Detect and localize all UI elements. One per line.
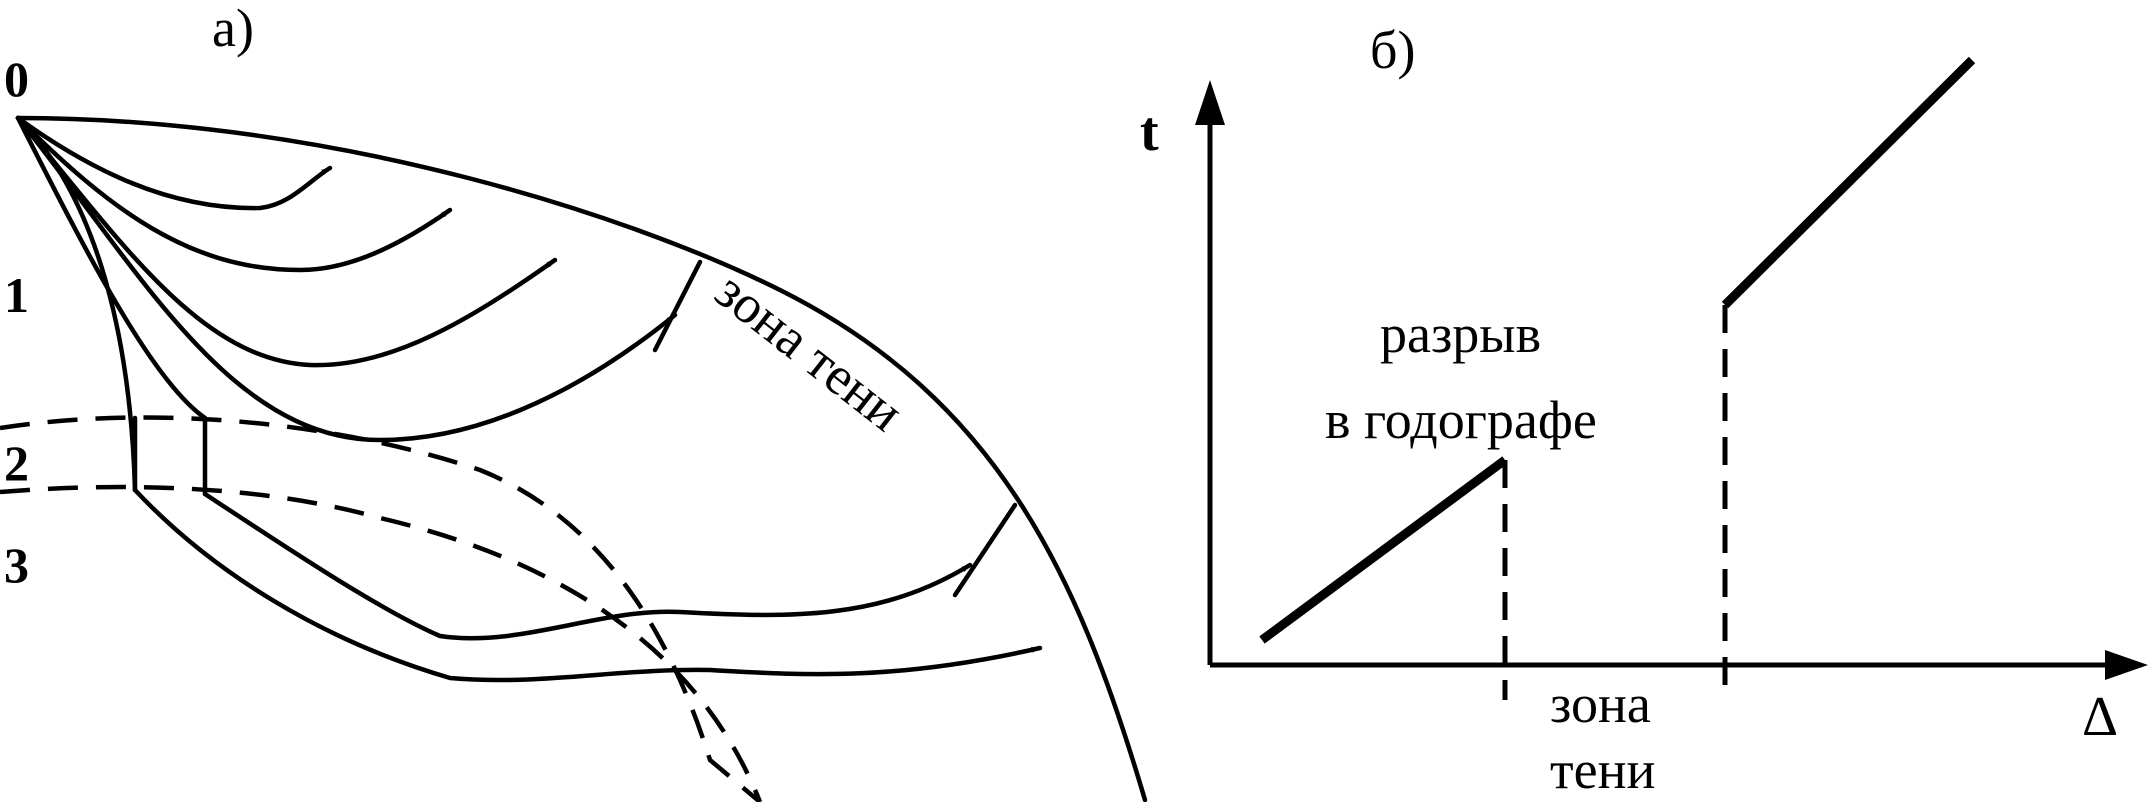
lower-boundary-dashed	[0, 484, 763, 802]
deep-ray-2	[132, 487, 1043, 683]
ray-3	[15, 115, 558, 368]
layer-1-label: 1	[4, 267, 29, 323]
upper-boundary-dashed	[0, 415, 762, 802]
panel-b: б) t Δ разрыв в годографе зона тени	[1140, 20, 2148, 800]
shadow-zone-label-b-line2: тени	[1550, 740, 1655, 800]
earth-surface-arc	[15, 115, 1148, 802]
ray-1	[15, 115, 333, 211]
shadow-zone-tick-start	[652, 259, 703, 353]
ray-2	[15, 115, 453, 273]
travel-time-branch-1	[1259, 456, 1508, 644]
ray-4	[15, 115, 678, 443]
deep-ray-1	[202, 491, 973, 641]
panel-a: а) 0 1 2 3 зона тени	[0, 0, 1148, 802]
ray-steep-outer	[15, 115, 138, 493]
t-axis-label: t	[1140, 101, 1159, 163]
panel-b-label: б)	[1370, 20, 1415, 80]
t-axis-arrow-icon	[1195, 80, 1225, 125]
layer-2-label: 2	[4, 435, 29, 491]
shadow-zone-tick-end	[952, 502, 1018, 598]
delta-axis-label: Δ	[2082, 686, 2118, 748]
panel-a-label: а)	[212, 0, 254, 58]
layer-3-label: 3	[4, 537, 29, 593]
shadow-zone-label-b-line1: зона	[1550, 674, 1651, 734]
delta-axis-arrow-icon	[2105, 650, 2148, 680]
gap-label-line2: в годографе	[1325, 390, 1597, 450]
travel-time-branch-2	[1721, 56, 1976, 309]
source-label: 0	[4, 51, 29, 107]
ray-steep-inner	[15, 115, 208, 421]
gap-label-line1: разрыв	[1380, 304, 1541, 364]
